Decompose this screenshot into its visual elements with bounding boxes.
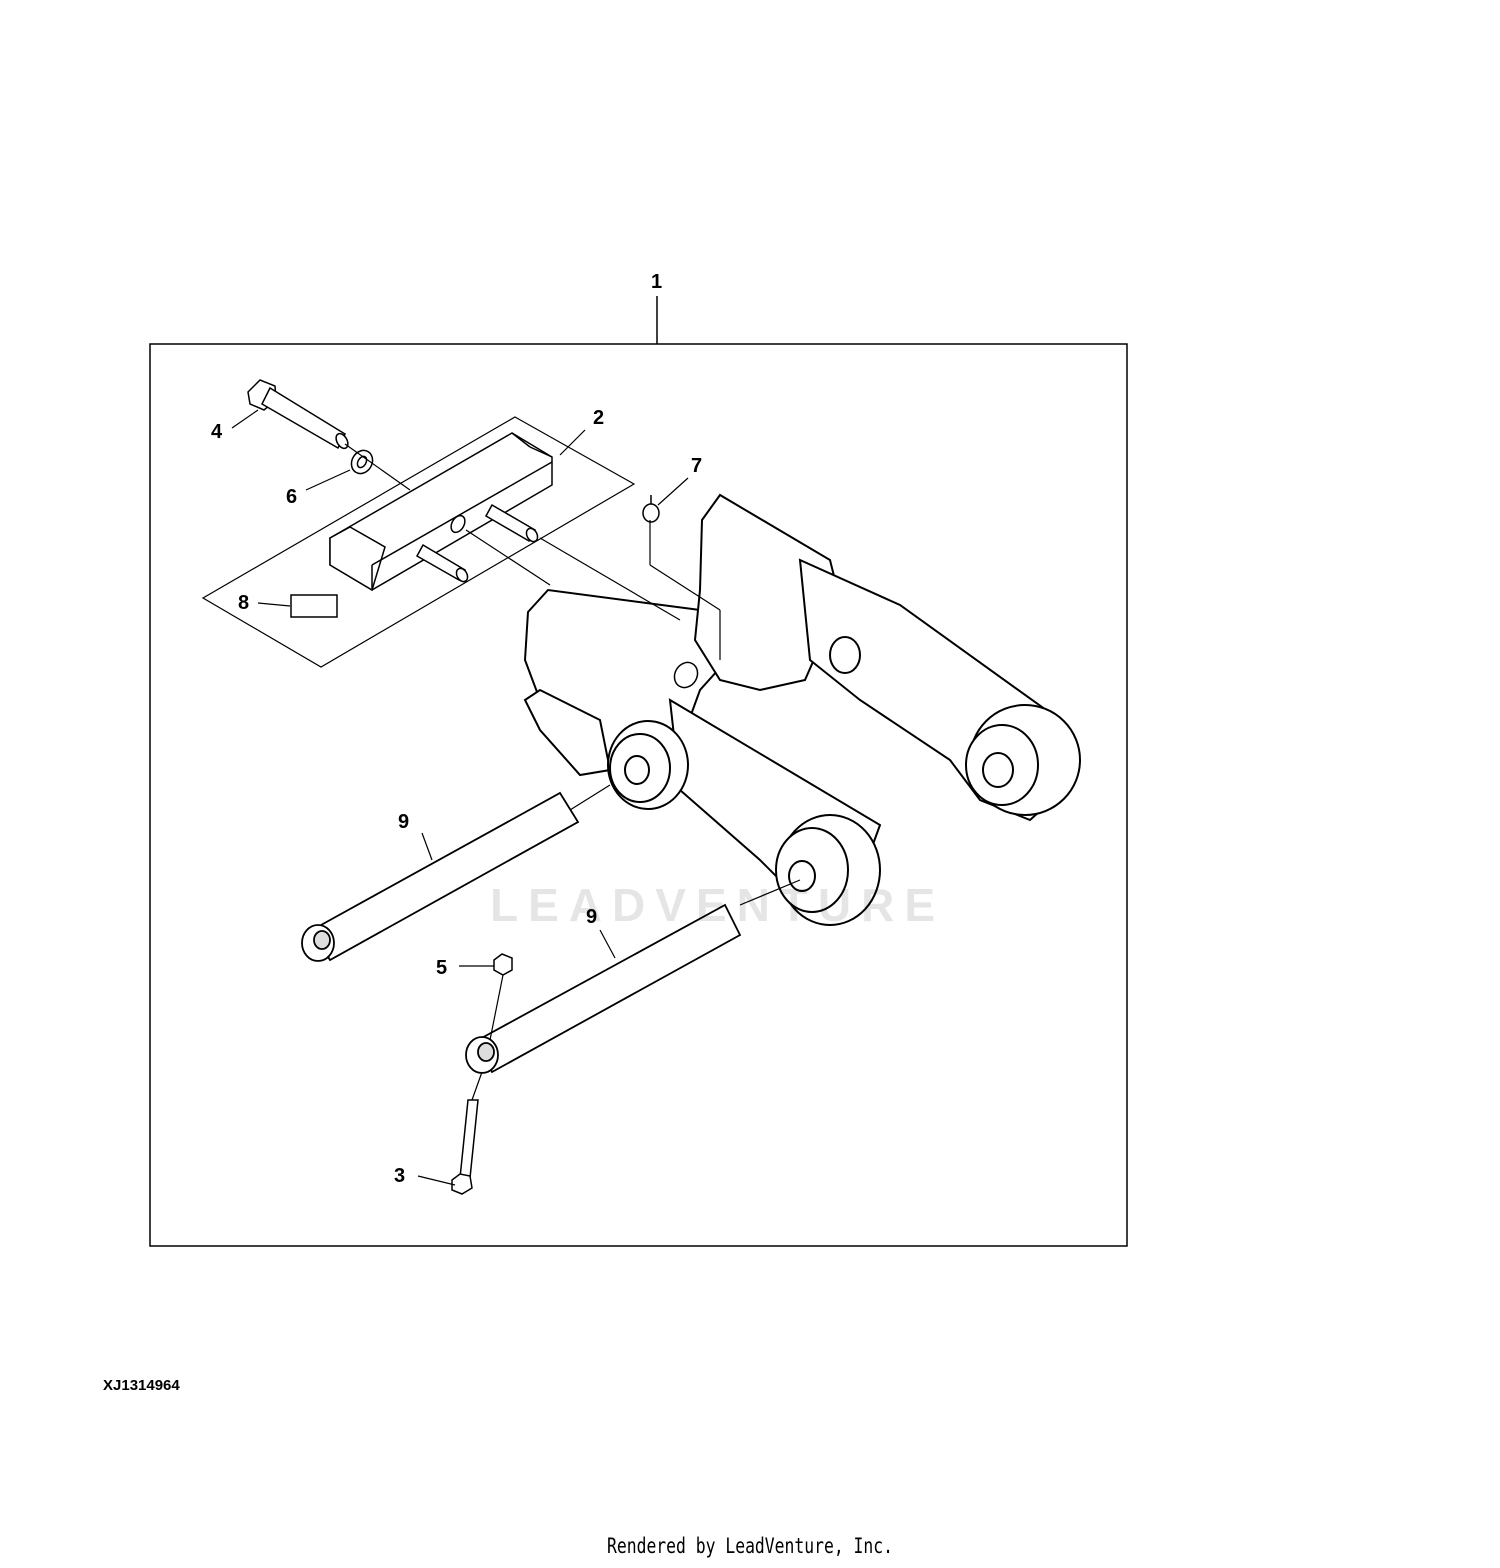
callout-9-upper: 9 — [398, 811, 409, 833]
washer-6 — [350, 449, 374, 475]
footer-credit: Rendered by LeadVenture, Inc. — [607, 1534, 893, 1558]
pin-9-upper — [301, 791, 580, 962]
kit-2-outline — [201, 416, 636, 668]
nut-5 — [493, 953, 513, 976]
reference-code: XJ1314964 — [103, 1377, 180, 1394]
callout-8: 8 — [238, 592, 249, 614]
assembly-frame — [149, 343, 1128, 1247]
pin-9-lower — [465, 903, 742, 1074]
bar-part — [329, 432, 553, 592]
watermark: LEADVENTURE — [490, 879, 946, 931]
callout-5: 5 — [436, 957, 447, 979]
clip-7 — [642, 495, 699, 689]
link-arm-rear — [693, 493, 1081, 822]
callout-9-lower: 9 — [586, 906, 597, 928]
callout-7: 7 — [691, 455, 702, 477]
bolt-3 — [451, 1099, 479, 1195]
callout-1: 1 — [651, 271, 662, 293]
leader-lines — [231, 409, 801, 1186]
callout-4: 4 — [211, 421, 223, 443]
bolt-4 — [247, 379, 349, 450]
label-8-part — [290, 594, 338, 618]
callout-3: 3 — [394, 1165, 405, 1187]
callout-6: 6 — [286, 486, 297, 508]
callout-2: 2 — [593, 407, 604, 429]
